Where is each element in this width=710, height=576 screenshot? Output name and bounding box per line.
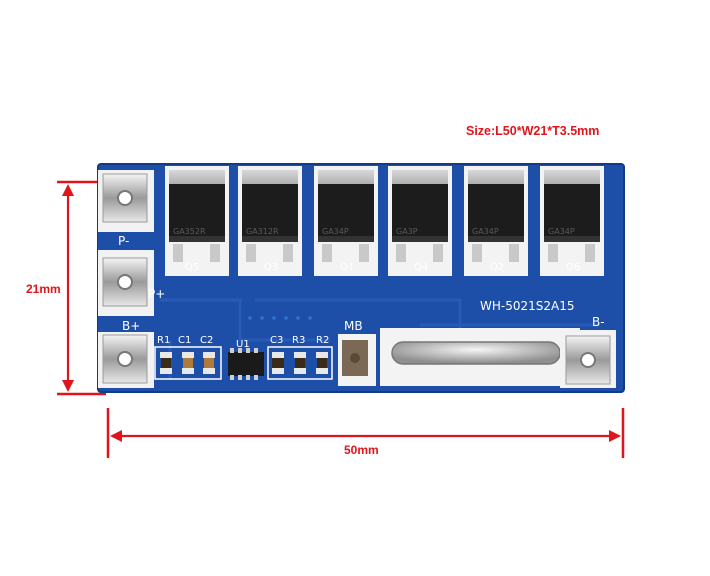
label-r1: R1 — [157, 335, 170, 346]
shunt-resistor — [380, 328, 580, 386]
width-annotation: 50mm — [344, 443, 379, 457]
mosfet-q3: GA312R Q3 — [238, 166, 302, 276]
size-annotation: Size:L50*W21*T3.5mm — [466, 124, 600, 138]
mosfet-marking: GA34P — [322, 227, 349, 236]
mosfet-q4: GA3P Q4 — [388, 166, 452, 276]
mosfet-label-q2: Q2 — [490, 262, 504, 273]
mosfet-label-q5: Q5 — [185, 262, 199, 273]
label-c3: C3 — [270, 335, 283, 346]
mosfet-label-q1: Q1 — [340, 262, 354, 273]
mosfet-marking: GA3P — [396, 227, 418, 236]
pad-mb: MB — [338, 319, 376, 386]
ic-u1 — [228, 348, 264, 380]
left-terminal-strip: P- P+ B+ — [98, 170, 165, 388]
label-b-minus: B- — [592, 315, 605, 329]
pad-p-minus — [102, 173, 148, 223]
mosfet-label-q4: Q4 — [414, 262, 428, 273]
width-dimension — [106, 408, 625, 458]
mosfet-q6: GA34P Q6 — [540, 166, 604, 276]
label-mb: MB — [344, 319, 363, 333]
pad-b-minus: B- — [560, 315, 616, 388]
height-dimension — [57, 180, 106, 396]
board-model-label: WH-5021S2A15 — [480, 299, 575, 313]
mosfet-marking: GA352R — [173, 227, 206, 236]
label-r3: R3 — [292, 335, 305, 346]
label-c1: C1 — [178, 335, 191, 346]
mosfet-q2: GA34P Q2 — [464, 166, 528, 276]
mosfet-marking: GA34P — [472, 227, 499, 236]
label-c2: C2 — [200, 335, 213, 346]
mosfet-label-q6: Q6 — [566, 262, 580, 273]
label-r2: R2 — [316, 335, 329, 346]
mosfet-q5: GA352R Q5 — [165, 166, 229, 276]
mosfet-label-q3: Q3 — [264, 262, 278, 273]
label-b-plus: B+ — [122, 319, 140, 333]
label-p-plus: P+ — [148, 287, 165, 301]
label-u1: U1 — [236, 339, 250, 350]
mosfet-marking: GA34P — [548, 227, 575, 236]
mosfet-q1: GA34P Q1 — [314, 166, 378, 276]
mosfet-row: GA352R Q5 GA312R Q3 GA34P Q1 — [165, 166, 604, 276]
mosfet-marking: GA312R — [246, 227, 279, 236]
smd-components: R1 C1 C2 U1 C3 R3 R2 — [154, 335, 333, 380]
height-annotation: 21mm — [26, 282, 61, 296]
pad-b-plus — [102, 334, 148, 384]
pad-p-plus — [102, 257, 148, 307]
label-p-minus: P- — [118, 234, 129, 248]
